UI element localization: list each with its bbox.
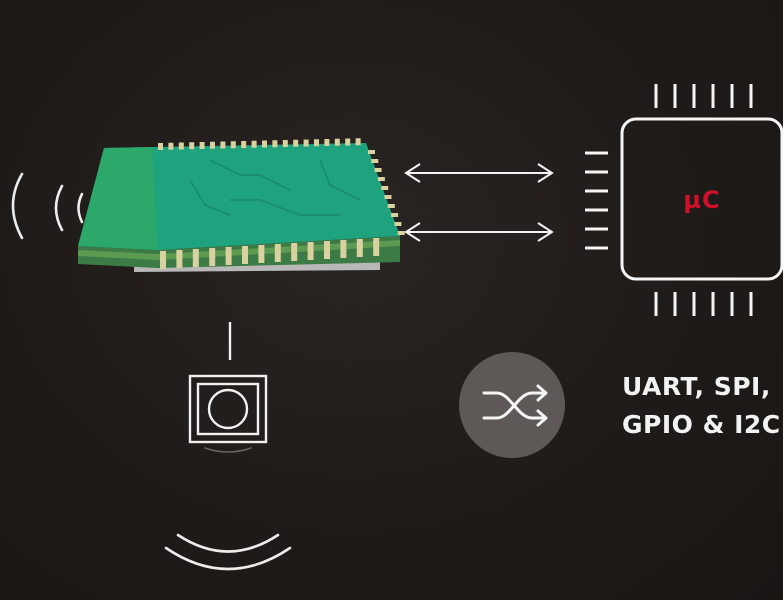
- module-pin: [324, 139, 330, 146]
- module-pin: [293, 139, 299, 147]
- module-pin: [230, 141, 236, 149]
- module-pin: [225, 247, 232, 265]
- module-pin: [377, 177, 385, 181]
- module-pin: [373, 238, 380, 256]
- module-pin: [199, 142, 205, 149]
- interface-line-2: GPIO & I2C: [622, 410, 781, 439]
- antenna-icon: [188, 322, 268, 444]
- module-pin: [158, 143, 163, 150]
- module-pin: [387, 204, 395, 208]
- module-pin: [210, 141, 215, 149]
- wireless-module-board: [78, 138, 405, 272]
- module-pin: [241, 141, 247, 148]
- module-pin: [272, 140, 278, 148]
- module-pin: [291, 243, 298, 261]
- module-pin: [303, 139, 309, 147]
- module-pin: [274, 244, 281, 262]
- module-pin: [397, 231, 405, 235]
- module-pin: [168, 142, 174, 150]
- arrow-bidirectional-icon: [404, 163, 554, 242]
- module-pin: [209, 248, 216, 266]
- module-pin: [384, 195, 392, 199]
- module-pin: [220, 141, 226, 149]
- module-pin: [242, 246, 248, 264]
- module-pin: [307, 242, 314, 260]
- interface-list: UART, SPI, GPIO & I2C: [622, 368, 783, 444]
- module-pin: [334, 138, 340, 146]
- module-pin: [394, 222, 402, 226]
- module-pin: [258, 245, 265, 263]
- module-pin: [314, 139, 319, 147]
- module-pin: [340, 240, 347, 258]
- module-pin: [160, 251, 166, 269]
- module-pin: [355, 138, 361, 146]
- chip-icon: [585, 84, 783, 316]
- module-pin: [356, 239, 363, 257]
- module-pin: [324, 241, 330, 259]
- module-pin: [345, 138, 351, 146]
- shuffle-icon: [459, 352, 565, 458]
- module-pin: [368, 150, 375, 154]
- module-pin: [176, 250, 183, 268]
- microcontroller-label: µC: [683, 186, 721, 214]
- wireless-signal-icon: [11, 172, 84, 240]
- module-pin: [251, 140, 257, 148]
- module-pin: [371, 159, 379, 163]
- module-pin: [282, 140, 288, 147]
- module-pin: [192, 249, 199, 267]
- module-pin: [178, 142, 184, 150]
- module-pin: [391, 213, 399, 217]
- wireless-signal-icon: [164, 447, 292, 571]
- module-pin: [374, 168, 382, 172]
- module-pin: [189, 142, 195, 150]
- module-pin: [381, 186, 389, 190]
- interface-line-1: UART, SPI,: [622, 372, 771, 401]
- module-pin: [262, 140, 267, 148]
